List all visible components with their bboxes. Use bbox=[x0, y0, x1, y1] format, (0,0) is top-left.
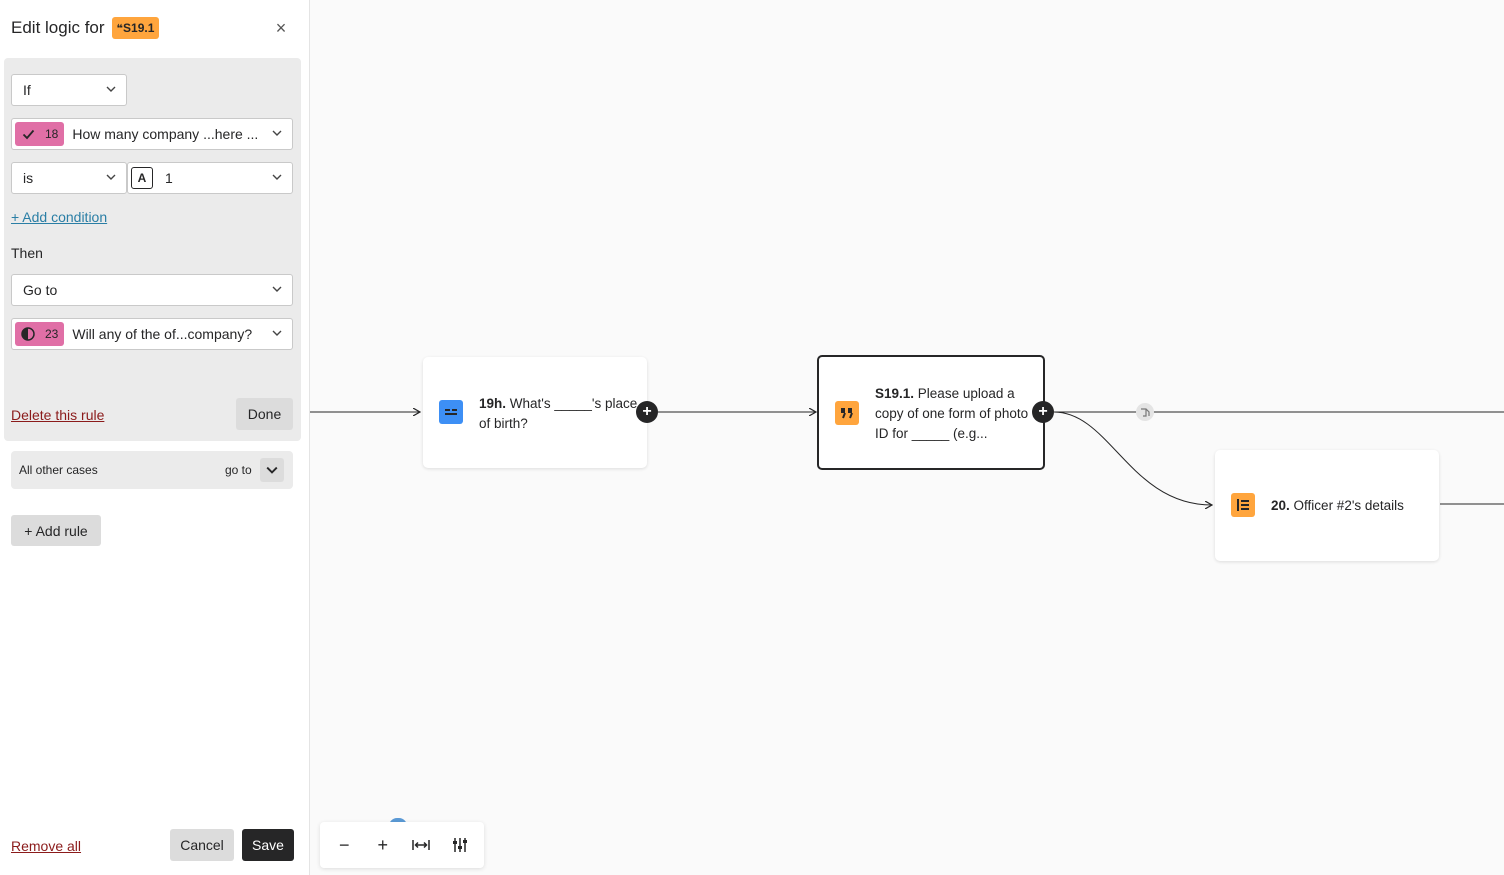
fit-to-screen-button[interactable] bbox=[407, 830, 436, 860]
panel-title: Edit logic for bbox=[11, 18, 105, 37]
answer-select[interactable]: A 1 bbox=[127, 162, 293, 194]
panel-header: Edit logic for ❝ S19.1 bbox=[11, 14, 160, 42]
rule-card bbox=[4, 58, 301, 441]
node-number: S19.1. bbox=[875, 386, 915, 401]
then-label: Then bbox=[11, 245, 43, 261]
chevron-down-icon bbox=[272, 130, 282, 136]
flow-node-s19-1[interactable]: S19.1. Please upload a copy of one form … bbox=[817, 355, 1045, 470]
question-pill: 18 bbox=[15, 122, 65, 146]
checkmark-icon bbox=[21, 127, 35, 141]
answer-type-badge: A bbox=[131, 167, 153, 189]
condition-question-select[interactable]: 18 How many company ...here ... bbox=[11, 118, 293, 150]
done-button[interactable]: Done bbox=[236, 398, 293, 430]
zoom-in-button[interactable]: + bbox=[377, 834, 388, 855]
question-pill: 23 bbox=[15, 322, 65, 346]
sliders-icon bbox=[452, 838, 467, 852]
question-ref-label: S19.1 bbox=[123, 21, 155, 35]
target-question-text: Will any of the of...company? bbox=[72, 326, 253, 342]
chevron-down-icon bbox=[272, 286, 282, 292]
cancel-button[interactable]: Cancel bbox=[170, 829, 234, 861]
flow-edges bbox=[310, 0, 1504, 875]
close-button[interactable]: × bbox=[275, 18, 287, 38]
add-condition-link[interactable]: + Add condition bbox=[11, 209, 108, 225]
add-rule-button[interactable]: + Add rule bbox=[11, 515, 101, 546]
short-text-icon bbox=[439, 400, 463, 424]
node-text: Please upload a copy of one form of phot… bbox=[875, 386, 1029, 441]
zoom-toolbar: − + bbox=[320, 822, 484, 868]
if-select-value: If bbox=[23, 82, 31, 98]
add-node-button[interactable]: + bbox=[1032, 401, 1054, 423]
remove-all-link[interactable]: Remove all bbox=[11, 838, 82, 854]
edge-s19-1-to-20 bbox=[1053, 411, 1212, 505]
chevron-down-icon bbox=[272, 330, 282, 336]
node-text: What's _____'s place of birth? bbox=[479, 396, 638, 431]
action-value: Go to bbox=[23, 282, 58, 298]
logic-map-canvas[interactable]: 19h. What's _____'s place of birth? + S1… bbox=[310, 0, 1504, 875]
node-number: 19h. bbox=[479, 396, 507, 411]
logic-editor-panel: Edit logic for ❝ S19.1 × If 18 How many … bbox=[0, 0, 310, 875]
node-label: S19.1. Please upload a copy of one form … bbox=[875, 384, 1035, 444]
add-node-button[interactable]: + bbox=[636, 401, 658, 423]
chevron-down-icon bbox=[106, 86, 116, 92]
action-select[interactable]: Go to bbox=[11, 274, 293, 306]
question-number: 18 bbox=[45, 127, 59, 141]
layout-settings-button[interactable] bbox=[446, 830, 475, 860]
branch-icon[interactable] bbox=[1136, 403, 1154, 421]
answer-value: 1 bbox=[165, 170, 173, 186]
node-number: 20. bbox=[1271, 498, 1290, 513]
zoom-out-button[interactable]: − bbox=[338, 834, 350, 855]
condition-question-text: How many company ...here ... bbox=[72, 126, 258, 142]
opinion-scale-icon bbox=[21, 327, 35, 341]
quote-icon bbox=[835, 401, 859, 425]
other-cases-dropdown[interactable] bbox=[260, 458, 284, 482]
flow-node-20[interactable]: 20. Officer #2's details bbox=[1215, 450, 1439, 561]
if-select[interactable]: If bbox=[11, 74, 127, 106]
node-label: 20. Officer #2's details bbox=[1271, 496, 1431, 516]
target-question-select[interactable]: 23 Will any of the of...company? bbox=[11, 318, 293, 350]
node-label: 19h. What's _____'s place of birth? bbox=[479, 394, 639, 434]
operator-value: is bbox=[23, 170, 34, 186]
flow-node-19h[interactable]: 19h. What's _____'s place of birth? bbox=[423, 357, 647, 468]
chevron-down-icon bbox=[266, 466, 278, 474]
chevron-down-icon bbox=[272, 174, 282, 180]
fit-width-icon bbox=[412, 840, 430, 850]
question-number: 23 bbox=[45, 327, 59, 341]
chevron-down-icon bbox=[106, 174, 116, 180]
quote-icon: ❝ bbox=[116, 22, 124, 35]
other-cases-row: All other cases go to bbox=[11, 451, 293, 489]
other-cases-label: All other cases bbox=[19, 463, 98, 477]
question-ref-badge: ❝ S19.1 bbox=[111, 17, 160, 39]
operator-select[interactable]: is bbox=[11, 162, 127, 194]
save-button[interactable]: Save bbox=[242, 829, 294, 861]
list-icon bbox=[1231, 493, 1255, 517]
other-cases-goto-label: go to bbox=[225, 463, 252, 477]
delete-rule-link[interactable]: Delete this rule bbox=[11, 407, 105, 423]
node-text: Officer #2's details bbox=[1293, 498, 1404, 513]
